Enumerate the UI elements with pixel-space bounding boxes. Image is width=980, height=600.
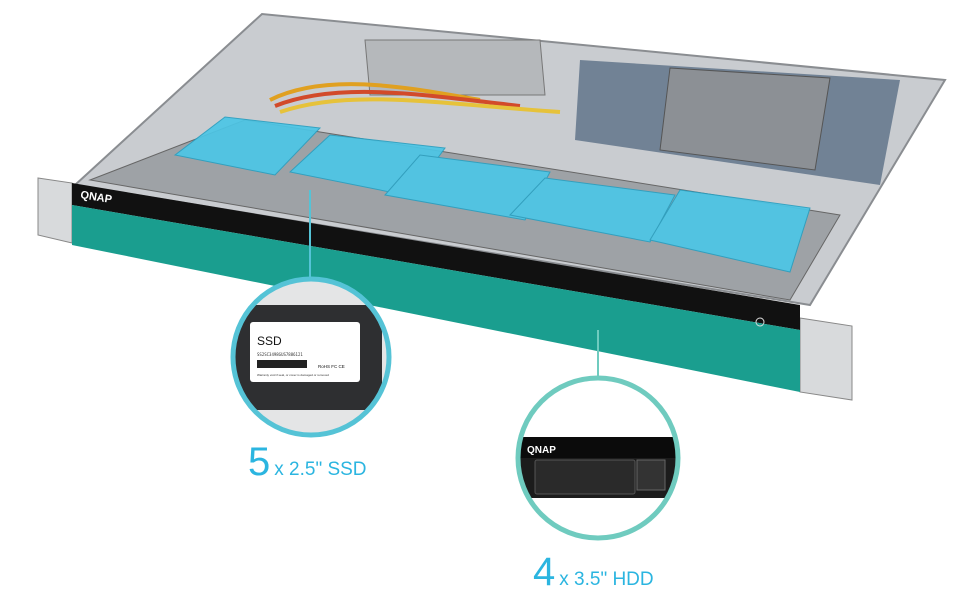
ssd-count: 5: [248, 440, 271, 484]
ssd-barcode: [257, 360, 307, 368]
cables: [269, 82, 561, 114]
ssd-1: [173, 116, 322, 176]
ssd-drives: [173, 116, 811, 273]
ssd-label-title: SSD: [257, 334, 282, 348]
hdd-count: 4: [533, 550, 556, 594]
hdd-brand-logo: QNAP: [527, 445, 556, 456]
hdd-zoom-circle: [515, 375, 681, 541]
power-button-icon[interactable]: [755, 317, 765, 327]
rack-ear-right: [799, 317, 853, 401]
brand-logo: QNAP: [80, 189, 113, 206]
ssd-zoom-circle: [230, 276, 392, 438]
ssd-5: [649, 189, 811, 273]
ssd-label-warranty: Warranty void if seal, or cover is damag…: [257, 373, 329, 377]
ssd-label-marks: RoHS FC CE: [318, 364, 345, 369]
power-supply: [364, 39, 546, 96]
ssd-4: [509, 177, 676, 243]
ssd-3: [384, 154, 551, 221]
hdd-zoom-view: [520, 380, 676, 536]
ssd-label-serial: SS2SC3498GUS7886121: [257, 352, 303, 357]
ssd-description: x 2.5" SSD: [274, 459, 367, 480]
front-panel-teal: [72, 205, 800, 392]
front-panel-top: [72, 183, 800, 330]
heatsink: [659, 67, 831, 171]
hdd-description: x 3.5" HDD: [559, 569, 654, 590]
rack-ear-left: [37, 177, 73, 244]
